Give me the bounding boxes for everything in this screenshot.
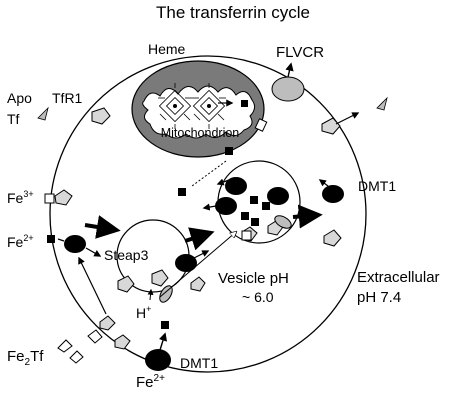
- apo-tf-exit-arrow: [335, 112, 360, 125]
- receptor-in-endosome-icon: [151, 269, 169, 287]
- dmt1-vesicle-icon: [215, 197, 237, 215]
- vesicle-ph-value: ~ 6.0: [242, 289, 274, 305]
- tfr1-receptor-icon: [91, 107, 111, 125]
- heme-iron-dot: [173, 104, 177, 108]
- dmt1-right-label: DMT1: [358, 178, 396, 194]
- dmt1-membrane-icon: [322, 185, 344, 203]
- iron-square-icon: [178, 188, 186, 196]
- vesicle-exit-arrow: [216, 178, 230, 186]
- tfr1-receptor-icon: [321, 117, 341, 135]
- tf-label: Tf: [7, 111, 20, 127]
- dmt1-arrow: [318, 179, 329, 187]
- fe2tf-label: Fe2Tf: [7, 348, 44, 368]
- cell-membrane: [49, 55, 367, 373]
- endocytosis-arrow: [78, 256, 107, 315]
- iron-square-icon: [251, 218, 259, 226]
- vesicle-exit-arrow: [202, 203, 217, 211]
- fe2tf-icon: [57, 339, 73, 353]
- heme-label: Heme: [148, 41, 186, 57]
- tfr1-receptor-icon: [323, 229, 342, 247]
- recycle-open-arrow: [159, 232, 236, 298]
- flow-arrow: [184, 227, 215, 251]
- iron-square-icon: [161, 321, 169, 329]
- dmt1-bottom-icon: [145, 349, 171, 371]
- apo-tf-icon: [37, 106, 49, 121]
- hplus-label: H+: [136, 304, 151, 321]
- iron-square-icon: [250, 196, 258, 204]
- diagram-title: The transferrin cycle: [156, 3, 310, 22]
- iron-square-icon: [241, 212, 249, 220]
- vesicle-ph-label: Vesicle pH: [218, 270, 289, 287]
- heme-iron-dot: [207, 104, 211, 108]
- receptor-in-endosome-icon: [117, 275, 135, 293]
- iron-square-icon: [262, 202, 270, 210]
- fe2-arrow: [57, 238, 65, 242]
- iron-square-icon: [225, 147, 233, 155]
- tfr1-receptor-icon: [114, 334, 131, 350]
- flow-arrow: [84, 215, 121, 239]
- receptor-in-endosome-icon: [190, 276, 206, 292]
- mitochondrion: Mitochondrion: [131, 60, 265, 158]
- apo-label: Apo: [7, 90, 32, 106]
- fe3-label: Fe3+: [7, 189, 34, 206]
- fe2-label: Fe2+: [7, 233, 34, 250]
- proton-pump-icon: [274, 215, 292, 229]
- steap3-arrow: [85, 247, 102, 257]
- tfr1-receptor-icon: [99, 315, 116, 331]
- fe2tf-icon: [87, 329, 103, 344]
- fe2tf-icon: [69, 350, 84, 364]
- hplus-arrow: [147, 288, 154, 301]
- endosome-exit-arrow: [193, 250, 210, 259]
- iron-square-icon: [241, 100, 248, 107]
- dmt1-vesicle-icon: [267, 187, 289, 205]
- dmt1-bottom-label: DMT1: [180, 355, 218, 371]
- extracellular-ph-label: pH 7.4: [357, 289, 401, 306]
- flow-arrow: [292, 204, 323, 229]
- steap3-label: Steap3: [104, 247, 149, 263]
- flvcr-channel: [271, 62, 305, 102]
- tfr1-receptor-icon: [54, 189, 73, 206]
- steap3-transporter-icon: [64, 235, 86, 253]
- iron-square-open-icon: [241, 230, 252, 241]
- mito-transporter-icon: [254, 118, 268, 132]
- mitochondrion-label: Mitochondrion: [161, 126, 240, 140]
- iron-square-icon: [47, 235, 55, 243]
- apo-tf-icon: [376, 96, 388, 111]
- extracellular-label: Extracellular: [357, 269, 440, 286]
- heme-structure-icon: [158, 83, 226, 129]
- proton-pump-icon: [159, 285, 173, 303]
- tfr1-label: TfR1: [52, 90, 83, 106]
- fe2-bottom-label: Fe2+: [136, 373, 165, 391]
- dmt1-endosome-icon: [175, 254, 197, 272]
- iron-square-open-icon: [44, 193, 55, 204]
- flvcr-label: FLVCR: [276, 44, 324, 61]
- fe2-uptake-arrow: [158, 332, 168, 351]
- heme-export-line: [191, 160, 227, 187]
- dmt1-vesicle-icon: [225, 177, 247, 195]
